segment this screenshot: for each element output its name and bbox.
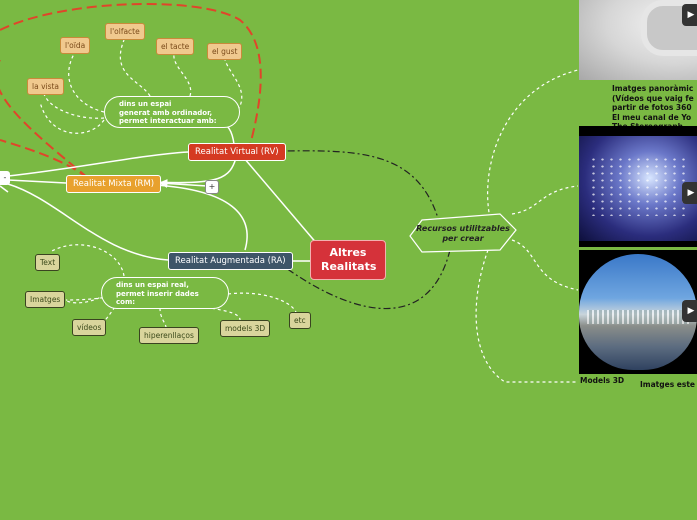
branch-realitat-mixta[interactable]: Realitat Mixta (RM)	[66, 175, 162, 193]
recursos-to-rv	[281, 150, 441, 226]
play-icon: ▶	[682, 4, 697, 26]
central-to-rv	[243, 157, 319, 246]
central-topic[interactable]: Altres Realitats	[310, 240, 386, 280]
ra-item-videos[interactable]: vídeos	[72, 319, 107, 336]
expand-plus-button[interactable]: +	[205, 180, 219, 194]
sense-tacte[interactable]: el tacte	[156, 38, 195, 55]
recursos-pictures-dotted	[475, 69, 579, 383]
sense-olfacte[interactable]: l'olfacte	[105, 23, 145, 40]
branch-recursos[interactable]: Recursos utilitzables per crear	[416, 224, 510, 243]
play-icon: ▶	[682, 300, 697, 322]
rm-dashed-link	[0, 139, 89, 179]
sense-oida[interactable]: l'oïda	[60, 37, 91, 54]
recursos-to-ra	[285, 249, 451, 310]
left-to-rm	[7, 179, 67, 184]
rm-arrow	[158, 178, 208, 188]
recursos-hexagon	[409, 213, 517, 253]
ra-description-bubble[interactable]: dins un espai real, permet inserir dades…	[101, 277, 229, 309]
rv-senses-dotted	[39, 39, 243, 134]
ra-item-imatges[interactable]: Imatges	[25, 291, 66, 308]
branch-realitat-augmentada[interactable]: Realitat Augmentada (RA)	[168, 252, 293, 270]
rv-to-rm	[154, 157, 237, 184]
video-thumbnail-top[interactable]: ▶	[579, 0, 697, 80]
video-thumbnail-harbour[interactable]: ▶	[579, 250, 697, 374]
stereo-images-note: Imatges este	[640, 380, 696, 389]
ra-item-etc[interactable]: etc	[289, 312, 311, 329]
ra-item-text[interactable]: Text	[35, 254, 61, 271]
left-collapse-toggle[interactable]: -	[0, 171, 10, 185]
branch-realitat-virtual[interactable]: Realitat Virtual (RV)	[188, 143, 286, 161]
left-to-ra	[7, 183, 169, 261]
ra-item-models-3d[interactable]: models 3D	[220, 320, 271, 337]
play-icon: ▶	[682, 182, 697, 204]
sense-vista[interactable]: la vista	[27, 78, 65, 95]
left-to-rv	[7, 151, 189, 177]
ra-item-hiperenllacos[interactable]: hiperenllaços	[139, 327, 199, 344]
rv-description-bubble[interactable]: dins un espai generat amb ordinador, per…	[104, 96, 240, 128]
left-stub-line	[0, 185, 9, 193]
models-3d-note: Models 3D	[580, 376, 625, 385]
rv-rm-dashed-relation	[0, 2, 262, 179]
video-thumbnail-dome[interactable]: ▶	[579, 126, 697, 247]
sense-gust[interactable]: el gust	[207, 43, 243, 60]
rm-to-ra	[154, 184, 248, 251]
ra-items-dotted	[49, 244, 297, 328]
